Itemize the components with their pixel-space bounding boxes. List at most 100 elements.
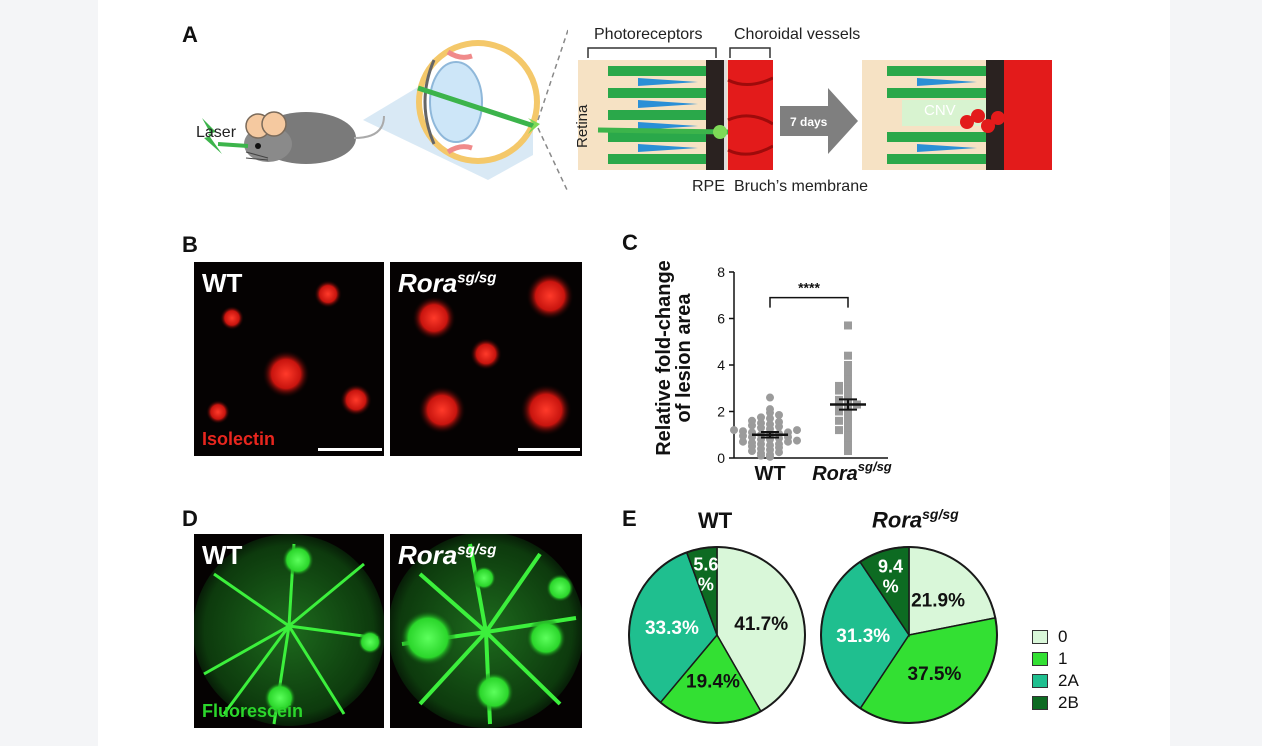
panel-letter-c: C	[622, 230, 638, 255]
pie-label-2b: 5.6	[693, 555, 718, 575]
laser-label: Laser	[196, 124, 237, 141]
mouse-laser-illustration	[202, 29, 568, 193]
retina-layers-after	[862, 60, 1052, 170]
rora-data-point	[844, 423, 852, 432]
wt-data-point	[757, 413, 765, 422]
scale-bar	[318, 448, 382, 451]
legend-swatch	[1032, 674, 1048, 688]
pie-label-2b-unit: %	[698, 575, 714, 595]
wt-data-point	[766, 393, 774, 402]
pie-label-1: 19.4%	[686, 672, 740, 693]
y-tick-label: 2	[717, 404, 725, 420]
rora-data-point	[835, 407, 843, 416]
isolectin-wt-image: WT Isolectin	[194, 262, 384, 456]
pie-outline	[820, 546, 998, 724]
lesion-area-scatter-chart: Relative fold-change of lesion area 0246…	[653, 260, 892, 485]
wt-data-point	[775, 417, 783, 426]
rora-data-point	[835, 386, 843, 395]
rora-data-point	[844, 377, 852, 386]
legend-swatch	[1032, 630, 1048, 644]
wt-data-point	[775, 410, 783, 419]
wt-label: WT	[202, 540, 243, 570]
rora-data-point	[844, 321, 852, 330]
rora-data-point	[844, 361, 852, 369]
pie-legend: 0 1 2A 2B	[1032, 627, 1132, 718]
wt-data-point	[766, 441, 774, 450]
pie-label-2a: 33.3%	[645, 618, 699, 639]
scale-bar	[518, 448, 580, 451]
rora-data-point	[844, 367, 852, 376]
wt-data-point	[766, 414, 774, 423]
wt-data-point	[739, 427, 747, 436]
rora-data-point	[844, 437, 852, 446]
pie-chart-rora: 21.9%37.5%31.3%9.4%	[820, 546, 998, 724]
wt-data-point	[748, 438, 756, 447]
x-label-rora-sup: sg/sg	[858, 459, 892, 474]
significance-label: ****	[798, 280, 820, 296]
y-tick-label: 4	[717, 357, 725, 373]
rpe-label: RPE	[692, 178, 725, 195]
wt-data-point	[766, 420, 774, 429]
rora-data-point	[844, 430, 852, 439]
pie-label-0: 41.7%	[734, 614, 788, 635]
pie-chart-wt: 41.7% 19.4% 33.3% 5.6%	[628, 546, 806, 724]
pie-title-rora-sup: sg/sg	[922, 506, 959, 522]
legend-label: 1	[1058, 649, 1068, 668]
rora-sup: sg/sg	[457, 269, 497, 287]
pie-outline	[628, 546, 806, 724]
pie-label-2b-unit: %	[883, 576, 899, 596]
rora-data-point	[835, 381, 843, 390]
rora-data-point	[844, 419, 852, 428]
rora-data-point	[835, 426, 843, 435]
panel-letter-d: D	[182, 506, 198, 531]
rora-data-point	[844, 351, 852, 360]
wt-data-point	[757, 419, 765, 428]
y-tick-label: 0	[717, 450, 725, 466]
isolectin-rora-image: Rorasg/sg	[390, 262, 582, 456]
wt-data-point	[793, 426, 801, 435]
pie-label-0: 21.9%	[911, 591, 965, 612]
cnv-label: CNV	[924, 102, 956, 119]
wt-data-point	[766, 405, 774, 414]
time-arrow	[780, 88, 858, 154]
layer-brackets	[587, 47, 771, 58]
fluorescein-label: Fluorescein	[202, 701, 304, 721]
rora-base: Rora	[398, 268, 458, 298]
wt-data-point	[793, 436, 801, 445]
legend-label: 0	[1058, 627, 1068, 646]
wt-label: WT	[202, 268, 243, 298]
rora-data-point	[844, 442, 852, 451]
pie-title-rora-base: Rora	[872, 507, 923, 533]
isolectin-label: Isolectin	[202, 429, 276, 449]
y-tick-label: 6	[717, 311, 725, 327]
rora-data-point	[844, 447, 852, 456]
rora-label: Rorasg/sg	[398, 268, 496, 299]
significance-bracket	[769, 296, 849, 308]
rora-data-point	[844, 372, 852, 381]
wt-data-point	[730, 426, 738, 435]
panel-letter-e: E	[622, 506, 637, 531]
x-label-wt: WT	[754, 463, 785, 485]
bruchs-membrane-label: Bruch’s membrane	[734, 178, 868, 195]
wt-data-point	[748, 416, 756, 425]
rora-data-point	[844, 384, 852, 393]
rora-data-point	[835, 402, 843, 411]
choroidal-vessels-label: Choroidal vessels	[734, 26, 861, 43]
pie-title-rora: Rorasg/sg	[872, 506, 959, 533]
legend-item-0: 0	[1032, 627, 1068, 646]
y-tick-label: 8	[717, 264, 725, 280]
rora-data-point	[844, 409, 852, 418]
legend-item-1: 1	[1032, 649, 1068, 668]
pie-label-2b: 9.4	[878, 556, 903, 576]
legend-label: 2A	[1058, 671, 1079, 690]
panel-letter-b: B	[182, 232, 198, 257]
pie-label-1: 37.5%	[908, 664, 962, 685]
rora-label: Rorasg/sg	[398, 540, 496, 571]
retina-label: Retina	[574, 104, 591, 148]
retina-layers-before	[578, 60, 773, 170]
figure-sheet: A Laser	[98, 0, 1170, 746]
legend-swatch	[1032, 652, 1048, 666]
legend-item-2b: 2B	[1032, 693, 1079, 712]
photoreceptors-label: Photoreceptors	[594, 26, 703, 43]
rora-sup: sg/sg	[457, 541, 497, 559]
